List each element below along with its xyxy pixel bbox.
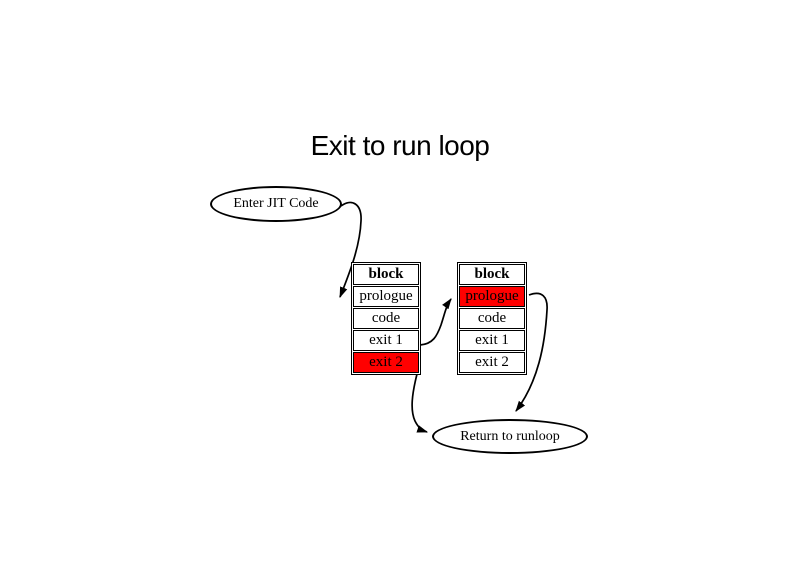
table-row: code xyxy=(459,308,525,329)
edge-block2-prologue-to-return xyxy=(515,292,548,412)
node-return-to-runloop: Return to runloop xyxy=(432,419,588,454)
block1-code-cell: code xyxy=(353,308,419,329)
block-table-2: block prologue code exit 1 exit 2 xyxy=(457,262,527,375)
node-enter-jit-code-label: Enter JIT Code xyxy=(233,196,319,211)
block2-code-cell: code xyxy=(459,308,525,329)
table-row: exit 1 xyxy=(459,330,525,351)
diagram-title: Exit to run loop xyxy=(310,130,490,161)
block2-prologue-cell: prologue xyxy=(459,286,525,307)
table-row: exit 2 xyxy=(459,352,525,373)
block1-prologue-cell: prologue xyxy=(353,286,419,307)
node-return-to-runloop-label: Return to runloop xyxy=(460,428,560,444)
block2-header-cell: block xyxy=(459,264,525,285)
block2-exit2-cell: exit 2 xyxy=(459,352,525,373)
node-enter-jit-code: Enter JIT Code xyxy=(210,186,342,222)
block1-exit1-cell: exit 1 xyxy=(353,330,419,351)
block1-header-cell: block xyxy=(353,264,419,285)
table-row: exit 1 xyxy=(353,330,419,351)
edge-block1-exit2-to-return xyxy=(411,373,429,433)
table-row: block xyxy=(353,264,419,285)
table-row: block xyxy=(459,264,525,285)
block1-exit2-cell: exit 2 xyxy=(353,352,419,373)
block2-exit1-cell: exit 1 xyxy=(459,330,525,351)
block-table-1: block prologue code exit 1 exit 2 xyxy=(351,262,421,375)
table-row: prologue xyxy=(353,286,419,307)
edge-block1-exit1-to-block2-prologue xyxy=(419,298,452,346)
table-row: code xyxy=(353,308,419,329)
table-row: exit 2 xyxy=(353,352,419,373)
table-row: prologue xyxy=(459,286,525,307)
edge-enter-to-block1-prologue xyxy=(339,201,362,299)
